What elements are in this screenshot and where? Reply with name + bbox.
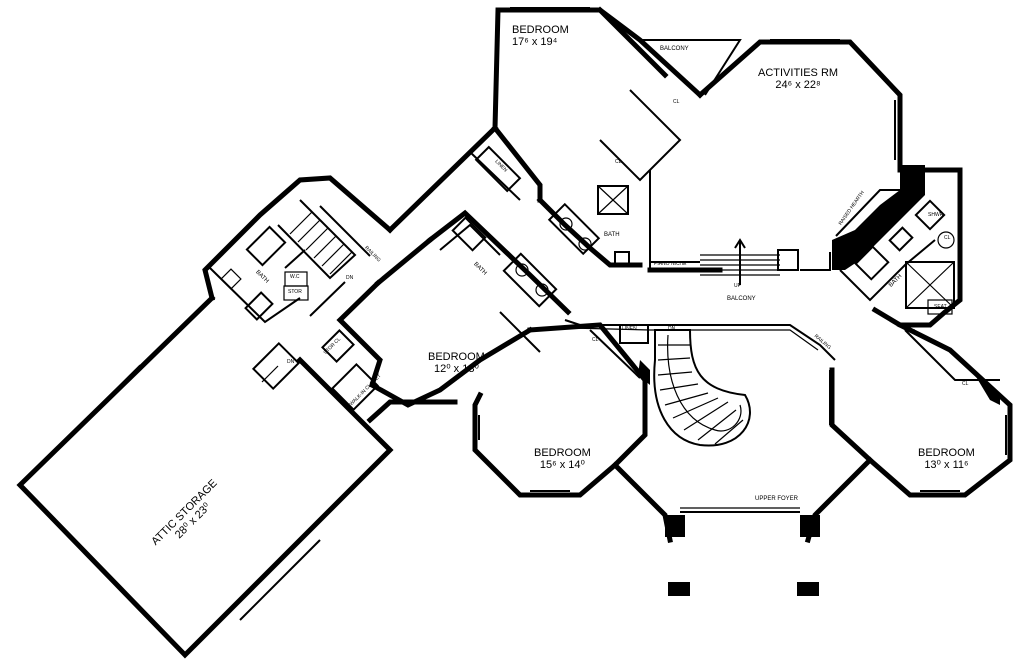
room-name: BEDROOM — [918, 447, 975, 459]
closet-label: CL — [910, 329, 917, 335]
wc-label: W.C — [290, 274, 300, 280]
room-dims: 24⁶ x 22⁸ — [775, 78, 821, 91]
bedroom-mid-label: BEDROOM 12⁰ x 13⁰ — [428, 351, 485, 375]
shower-label: SHWR — [928, 212, 944, 218]
bedroom-east-label: BEDROOM 13⁰ x 11⁶ — [918, 447, 975, 471]
balcony-label: BALCONY — [660, 46, 689, 52]
room-name: BEDROOM — [428, 351, 485, 363]
west-landing — [251, 341, 301, 391]
mid-bedroom-walls — [321, 209, 572, 424]
center-bath — [536, 170, 651, 270]
upper-foyer-walls — [611, 370, 874, 544]
closet-label: CL — [615, 159, 622, 165]
room-name: ACTIVITIES RM — [758, 67, 839, 79]
linen-label: LINEN — [622, 326, 637, 332]
room-dims: 15⁶ x 14⁰ — [539, 458, 585, 471]
down-label: DN — [346, 275, 354, 281]
attic-storage-walls — [16, 294, 394, 659]
room-dims: 12⁰ x 13⁰ — [433, 362, 479, 375]
bath-label: BATH — [604, 232, 620, 238]
closet-label: CL — [592, 337, 599, 343]
closet-label: CL — [962, 381, 969, 387]
east-bedroom-walls — [829, 321, 1013, 498]
closet-label: CL — [944, 235, 951, 241]
piano-niche-label: PIANO NICHE — [654, 261, 687, 267]
porch-columns — [668, 582, 819, 596]
activities-room-label: ACTIVITIES RM 24⁶ x 22⁸ — [758, 67, 839, 91]
closet-label: CL — [673, 99, 680, 105]
room-name: BEDROOM — [512, 24, 569, 36]
down-label: DN — [668, 326, 676, 332]
south-bedroom-walls — [472, 322, 650, 498]
activities-room-walls — [647, 39, 903, 285]
room-dims: 17⁶ x 19⁴ — [512, 35, 558, 48]
west-stair — [277, 199, 371, 280]
nw-bedroom-walls — [469, 6, 704, 203]
central-hall-walls — [309, 124, 499, 317]
raised-hearth — [832, 165, 925, 270]
foyer-railing — [564, 319, 836, 361]
upper-foyer-label: UPPER FOYER — [755, 496, 799, 502]
balcony-label: BALCONY — [727, 296, 756, 302]
up-label: UP — [734, 283, 741, 289]
stor-label: STOR — [288, 289, 302, 295]
spiral-stair — [653, 329, 751, 447]
seat-label: SEAT — [934, 304, 947, 310]
room-name: BEDROOM — [534, 447, 591, 459]
nw-balcony — [640, 39, 742, 96]
west-bath-stair-walls — [202, 175, 394, 324]
room-dims: 13⁰ x 11⁶ — [924, 458, 969, 471]
bedroom-south-label: BEDROOM 15⁶ x 14⁰ — [534, 447, 591, 471]
down-label: DN — [287, 359, 295, 365]
bedroom-nw-label: BEDROOM 17⁶ x 19⁴ — [512, 24, 569, 48]
